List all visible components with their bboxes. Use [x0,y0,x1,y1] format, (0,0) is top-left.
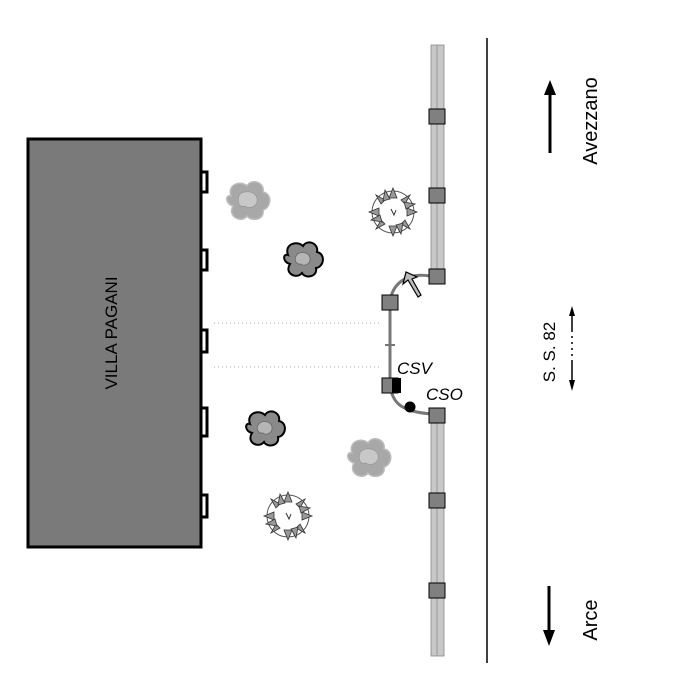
post [428,492,446,509]
post [428,268,446,285]
cso-marker [404,401,416,413]
arrow-up-right-icon [401,271,422,298]
csv-marker [392,378,401,393]
arrow-down-icon [543,586,555,646]
post [428,108,446,125]
post [428,407,446,424]
bush-icon [226,181,271,221]
dotted-paths [214,322,380,368]
post [381,294,399,311]
facade-notches [201,170,209,519]
bush-icon [245,410,286,447]
bush-icon [347,438,392,478]
villa-label: VILLA PAGANI [102,276,121,389]
guardrail [430,44,445,657]
csv-label: CSV [397,359,434,378]
south-direction-label: Arce [580,599,602,640]
arrow-up-icon [544,80,556,153]
road-label: S. S. 82 [540,322,559,382]
double-arrow-icon [569,306,575,391]
north-direction-label: Avezzano [580,77,602,164]
posts [381,108,446,599]
villa-building: VILLA PAGANI [26,137,209,549]
post [428,187,446,204]
post [428,582,446,599]
bush-icon [283,241,324,278]
cso-label: CSO [426,385,463,404]
tree-icon [262,490,314,542]
tree-icon [367,186,419,238]
